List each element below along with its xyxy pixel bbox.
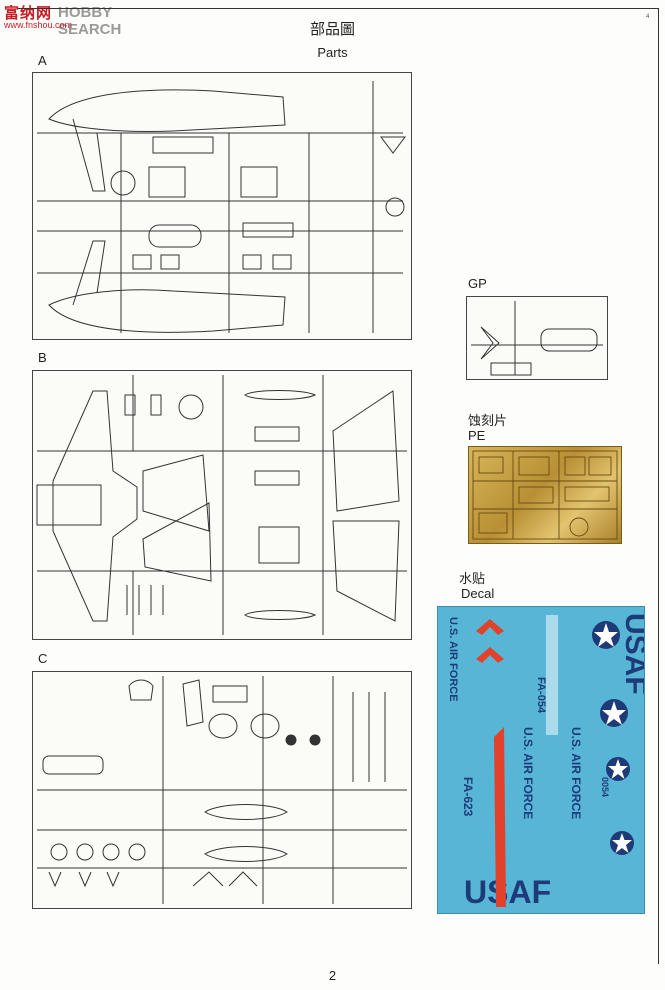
sprue-c-parts-drawing	[37, 676, 407, 904]
decal-fa-623: FA-623	[461, 777, 475, 817]
decal-serial: 0054	[600, 777, 610, 797]
decal-label-cn: 水贴	[459, 571, 486, 586]
decal-usaf-vertical: USAF	[619, 613, 644, 695]
page-title-cn: 部品圖	[309, 20, 355, 38]
decal-star-insignia-3	[606, 757, 630, 781]
page-title-en: Parts	[317, 45, 348, 60]
decal-us-air-force-3: U.S. AIR FORCE	[569, 727, 583, 819]
decal-us-air-force-2: U.S. AIR FORCE	[521, 727, 535, 819]
decal-red-arrow	[494, 727, 506, 907]
decal-fa-054: FA-054	[535, 677, 547, 714]
decal-label-en: Decal	[461, 586, 495, 601]
decal-artwork: USAF USAF U.S. AIR FORCE U.S. AIR FORCE …	[447, 613, 644, 910]
sprue-a-frame	[32, 72, 412, 340]
page-frame	[18, 8, 659, 964]
photo-etch-fret	[468, 446, 622, 544]
corner-mark: 4	[646, 14, 650, 20]
decal-checker-band	[546, 615, 558, 735]
sprue-b-label: B	[38, 350, 47, 365]
sprue-a-label: A	[38, 53, 47, 68]
sprue-c-label: C	[38, 651, 48, 666]
page-number: 2	[328, 968, 337, 983]
watermark-url: www.fnshou.com	[4, 20, 73, 30]
decal-red-chevron-2	[476, 647, 504, 663]
sprue-b-parts-drawing	[36, 375, 407, 635]
decal-usaf-horizontal: USAF	[464, 874, 551, 910]
decal-red-chevron-1	[476, 619, 504, 635]
gp-sprue-frame	[466, 296, 608, 380]
decal-star-insignia-4	[610, 831, 634, 855]
sprue-c-frame	[32, 671, 412, 909]
gp-label: GP	[468, 276, 487, 291]
gp-parts-drawing	[471, 301, 603, 376]
decal-sheet: USAF USAF U.S. AIR FORCE U.S. AIR FORCE …	[437, 606, 645, 914]
decal-us-air-force-1: U.S. AIR FORCE	[447, 617, 459, 702]
decal-star-insignia-1	[592, 621, 620, 649]
pe-label-en: PE	[468, 428, 486, 443]
sprue-b-frame	[32, 370, 412, 640]
pe-parts-drawing	[472, 450, 618, 540]
pe-label-cn: 蚀刻片	[468, 413, 508, 428]
sprue-a-parts-drawing	[37, 81, 406, 333]
decal-star-insignia-2	[600, 699, 628, 727]
